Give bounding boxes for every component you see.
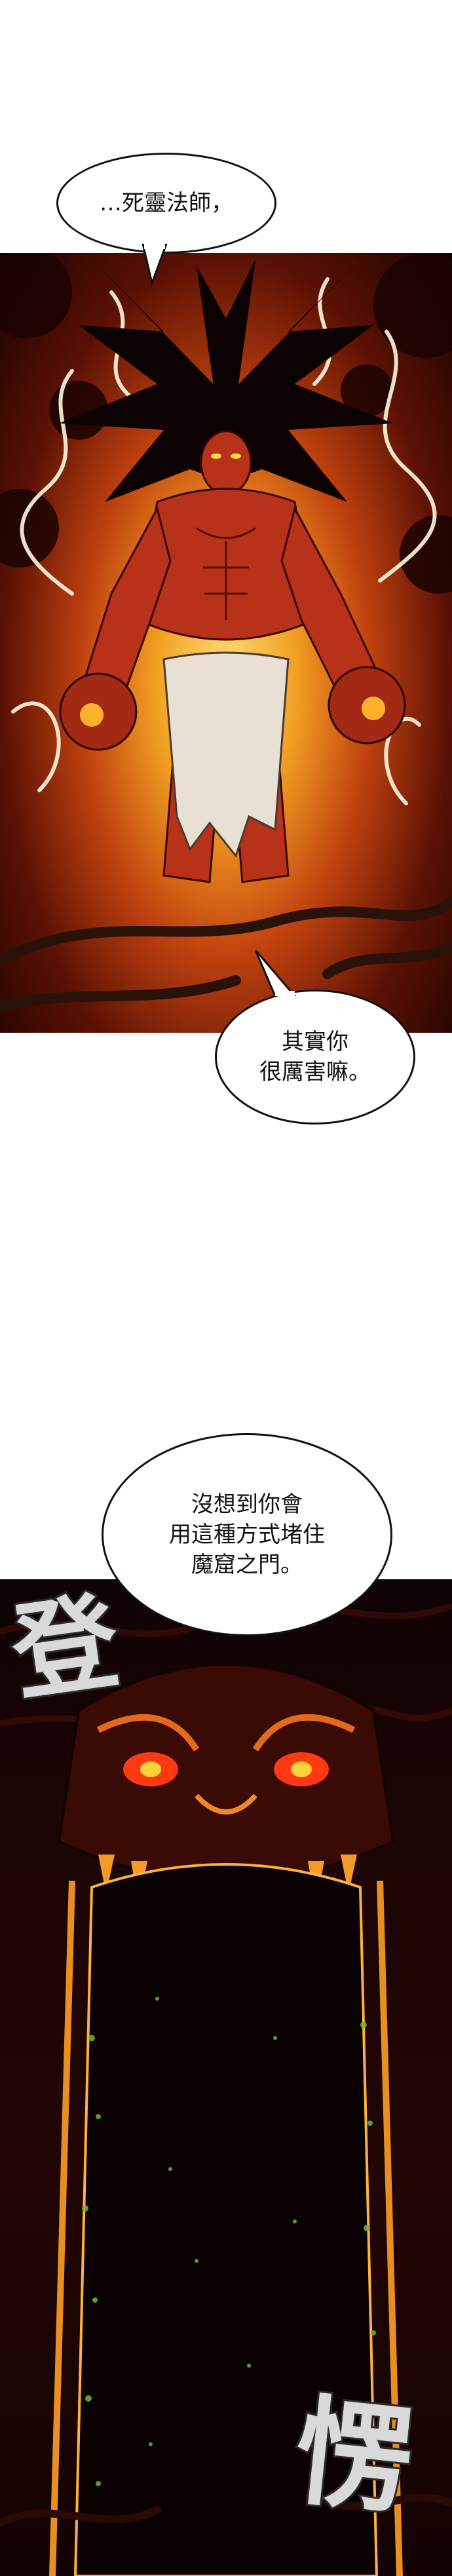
speech-text-2a: 其實你 bbox=[282, 1029, 348, 1055]
sfx-bottom: 愣 bbox=[286, 2381, 422, 2533]
speech-text-3c: 魔窟之門。 bbox=[191, 1552, 303, 1578]
speech-bubble-3: 沒想到你會 用這種方式堵住 魔窟之門。 bbox=[102, 1433, 392, 1636]
speech-text-2b: 很厲害嘛。 bbox=[259, 1059, 371, 1085]
gate-illustration bbox=[0, 1601, 452, 2576]
demon-panel bbox=[0, 253, 452, 1033]
speech-tail-2 bbox=[255, 950, 296, 996]
speech-text-3b: 用這種方式堵住 bbox=[169, 1522, 325, 1548]
speech-text-1: …死靈法師， bbox=[100, 190, 233, 216]
sfx-top: 登 bbox=[3, 1578, 128, 1718]
speech-bubble-1: …死靈法師， bbox=[56, 153, 276, 254]
gate-panel bbox=[0, 1579, 452, 2576]
speech-bubble-2: 其實你 很厲害嘛。 bbox=[215, 990, 415, 1125]
demon-illustration bbox=[0, 253, 452, 1012]
speech-text-3a: 沒想到你會 bbox=[191, 1491, 303, 1518]
speech-tail-1 bbox=[141, 244, 168, 287]
